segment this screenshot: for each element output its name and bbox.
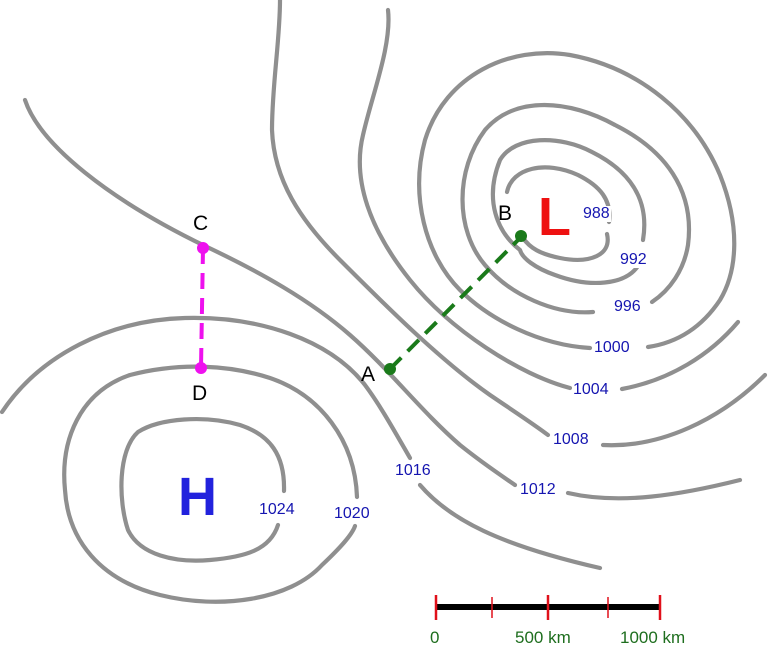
point-label-b: B [498, 202, 513, 225]
isobar-label-992: 992 [619, 251, 648, 268]
isobar-label-1000: 1000 [593, 339, 631, 356]
isobar-1024 [119, 417, 287, 563]
isobar-1008 [269, 0, 768, 448]
isobar-label-1016: 1016 [394, 462, 432, 479]
scale-label-0: 0 [430, 628, 440, 647]
low-pressure-symbol: L [538, 187, 571, 247]
point-b-marker[interactable] [515, 230, 527, 242]
transect-c-d [199, 247, 205, 369]
point-c-marker[interactable] [197, 242, 209, 254]
isobar-1000 [417, 51, 737, 351]
point-label-c: C [193, 212, 209, 235]
scale-bar [434, 595, 662, 620]
point-a-marker[interactable] [384, 363, 396, 375]
scale-label-500km: 500 km [515, 628, 571, 647]
isobar-label-1020: 1020 [333, 505, 371, 522]
point-d-marker[interactable] [195, 362, 207, 374]
scale-label-1000km: 1000 km [620, 628, 686, 647]
point-label-d: D [192, 382, 208, 405]
isobar-1020 [62, 364, 360, 604]
isobar-1004 [357, 7, 741, 392]
transect-a-b [388, 235, 523, 371]
isobar-988 [504, 165, 612, 262]
isobar-label-1024: 1024 [258, 501, 296, 518]
isobar-996 [460, 103, 692, 315]
isobar-1016 [0, 315, 603, 571]
high-pressure-symbol: H [178, 467, 217, 527]
isobar-label-996: 996 [613, 298, 642, 315]
point-label-a: A [361, 363, 376, 386]
isobar-label-988: 988 [582, 205, 611, 222]
isobar-label-1012: 1012 [519, 481, 557, 498]
isobar-1012 [22, 97, 743, 501]
isobar-label-1004: 1004 [572, 381, 610, 398]
isobar-label-1008: 1008 [552, 431, 590, 448]
isobar-992 [490, 138, 647, 286]
